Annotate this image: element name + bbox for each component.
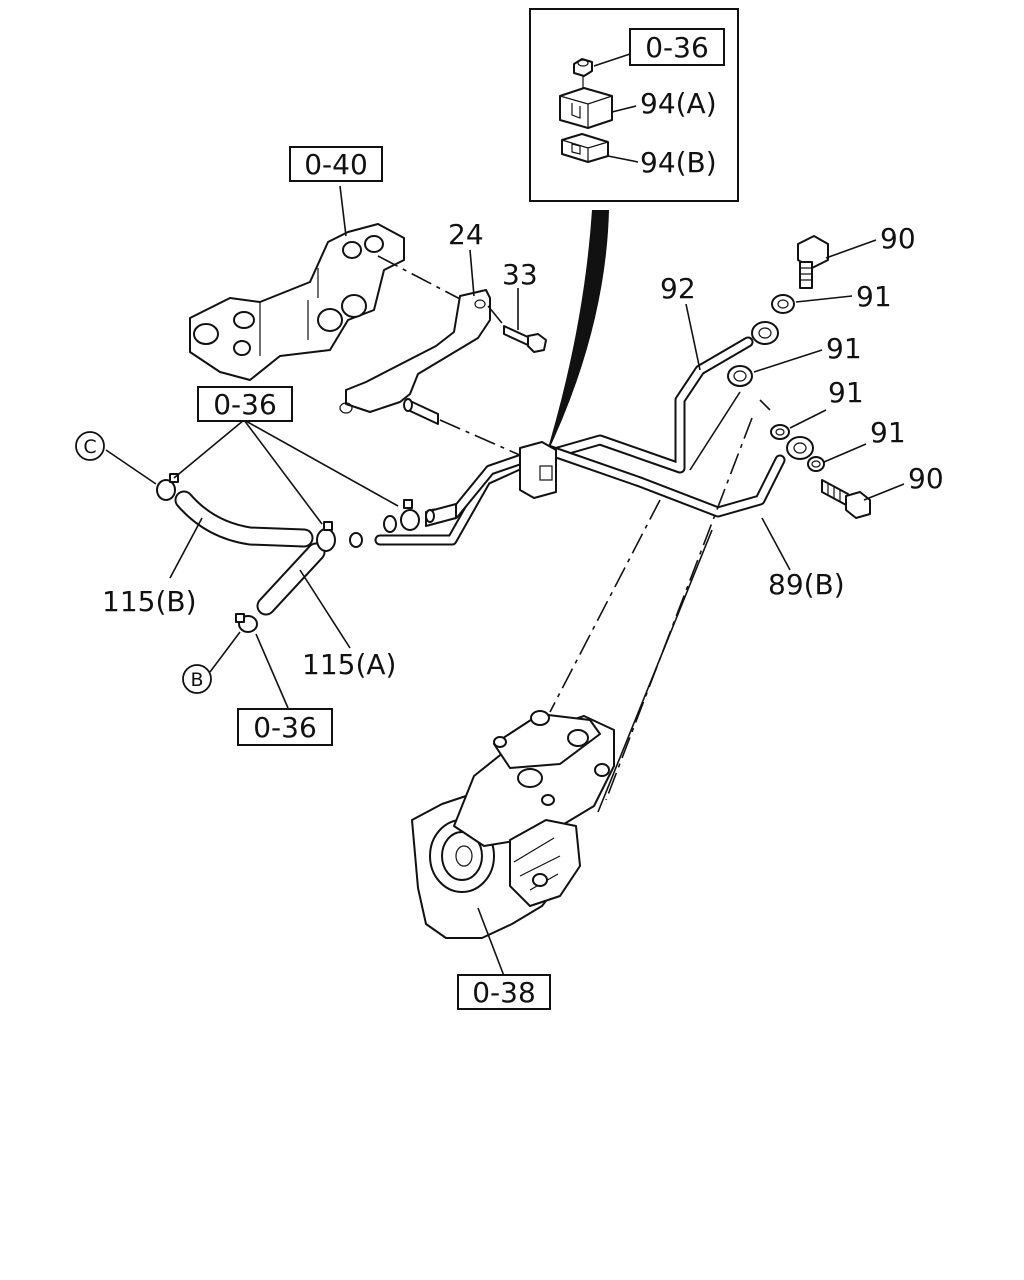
clamp-lower-icon [561,133,609,163]
engine-mount-bracket [189,223,405,381]
washer-icon [770,424,790,440]
callout-b: B [182,664,212,694]
pipe-connector-icon [349,503,457,548]
hose-clamp-icon [235,613,258,633]
label-94b: 94(B) [640,146,717,179]
label-91-b: 91 [826,332,862,365]
hose-clamp-icon [316,521,336,552]
hose-clamp-icon [400,499,420,531]
hose-115a [256,542,326,616]
ref-box-0-38: 0-38 [457,974,551,1010]
inset-pointer-arrow [545,210,609,458]
ref-box-0-40: 0-40 [289,146,383,182]
label-91-c: 91 [828,376,864,409]
ref-box-inset-0-36: 0-36 [629,28,725,66]
label-115a: 115(A) [302,648,396,681]
clamp-upper-icon [559,87,613,129]
svg-text:B: B [190,669,203,691]
washer-icon [727,365,753,387]
washer-icon [807,456,825,472]
ref-box-left-0-36: 0-36 [197,386,293,422]
label-94a: 94(A) [640,87,717,120]
label-92: 92 [660,272,696,305]
label-89b: 89(B) [768,568,845,601]
label-115b: 115(B) [102,585,197,618]
stud-bolt-icon [403,398,439,425]
label-33: 33 [502,258,538,291]
ref-box-bottom-0-36: 0-36 [237,708,333,746]
svg-text:0-38: 0-38 [472,976,536,1009]
banjo-bolt-bottom-icon [821,479,871,519]
washer-icon [771,294,795,314]
air-pipes [374,321,814,546]
label-24: 24 [448,218,484,251]
label-90-top: 90 [880,222,916,255]
svg-text:0-36: 0-36 [253,711,317,744]
svg-text:0-36: 0-36 [213,388,277,421]
air-compressor [411,710,615,939]
callout-c: C [75,431,105,461]
svg-text:C: C [83,436,96,458]
banjo-bolt-top-icon [797,235,829,289]
label-91-a: 91 [856,280,892,313]
pipe-bracket [339,289,491,414]
bolt-icon [503,325,547,353]
label-91-d: 91 [870,416,906,449]
nut-icon [573,58,593,98]
label-90-bottom: 90 [908,462,944,495]
svg-text:0-36: 0-36 [645,31,709,64]
svg-text:0-40: 0-40 [304,148,368,181]
hose-115b [174,490,314,548]
